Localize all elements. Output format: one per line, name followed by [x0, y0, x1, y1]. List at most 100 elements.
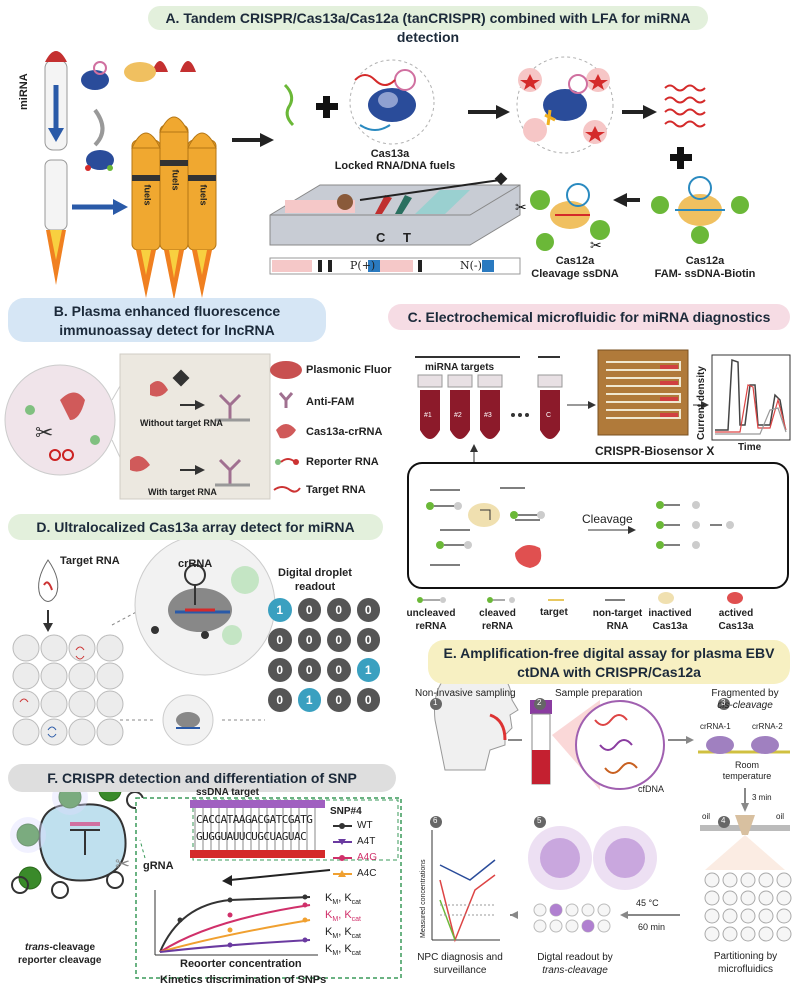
cfdna-circle [575, 700, 665, 790]
svg-text:✂: ✂ [590, 237, 602, 253]
kinetics-caption: Kinetics discrimination of SNPs [160, 974, 327, 986]
mirna-label: miRNA [18, 73, 30, 110]
step-number-icons [430, 698, 730, 828]
panel-d-title: D. Ultralocalized Cas13a array detect fo… [8, 514, 383, 540]
svg-text:✂: ✂ [115, 854, 130, 874]
cas13a-label: Cas13a [370, 148, 410, 160]
grid-cell: 0 [327, 688, 351, 712]
snp-a4g: A4G [357, 852, 378, 863]
step-num-1: 1 [433, 698, 438, 707]
oil-left-label: oil [702, 812, 711, 821]
km-sub: M [332, 916, 339, 924]
grid-cell: 0 [327, 598, 351, 622]
lfa-strip [269, 172, 521, 246]
kcat-k: K [344, 909, 352, 921]
cas12a-left-label: Cas12a [555, 255, 595, 267]
cas13a-complex [349, 59, 435, 145]
seq-top: CACCATAAGACGATCGATG [196, 813, 313, 826]
km-k: K [325, 909, 333, 921]
seq-bottom: GUGGUAUUCUGCUAGUAC [196, 830, 307, 843]
km-k: K [325, 943, 333, 955]
step-num-4: 4 [721, 816, 726, 825]
legend-plasmonic: Plasmonic Fluor [306, 364, 392, 376]
svg-text:✂: ✂ [515, 199, 527, 215]
kcat-sub: cat [351, 899, 361, 907]
svg-text:✂: ✂ [35, 420, 53, 445]
fuels-label-3: fuels [198, 184, 209, 206]
cas12a-right-label: Cas12a [685, 255, 725, 267]
kcat-k: K [344, 892, 352, 904]
cell-graphic: ✂ [10, 778, 144, 899]
trans-italic: trans [25, 942, 50, 953]
grid-cell: 0 [356, 688, 380, 712]
legend-target-c: target [540, 607, 568, 618]
legend-target: Target RNA [306, 484, 366, 496]
step3a-label: Fragmented by [711, 688, 779, 699]
panel-c-tubes [415, 356, 596, 439]
legend-cleaved: cleaved reRNA [479, 608, 516, 632]
biosensor-label: CRISPR-Biosensor X [595, 444, 715, 458]
fuels-label-2: fuels [170, 169, 181, 191]
tube-c: C [546, 412, 552, 419]
arrow-head-2 [741, 803, 749, 812]
locked-fuels-label: Locked RNA/DNA fuels [334, 160, 456, 172]
cas12a-reporter [651, 176, 749, 244]
km-sub: M [332, 933, 339, 941]
n-label: N(-) [460, 259, 482, 272]
arrow-down-blue [48, 85, 128, 215]
legend-reporter: Reporter RNA [306, 456, 379, 468]
snp-title: SNP#4 [330, 806, 362, 817]
grid-cell: 0 [297, 598, 321, 622]
measured-ylabel: Measured concentrations [420, 859, 427, 938]
fuel-rockets [131, 61, 217, 300]
cas13a-zoom-small [162, 694, 214, 746]
target-in-droplet-2 [19, 698, 29, 703]
snp-a4t: A4T [357, 836, 376, 847]
target-in-droplet [75, 646, 85, 660]
panel-f-title: F. CRISPR detection and differentiation … [8, 764, 396, 792]
snp-legend-icons [333, 823, 352, 877]
step3b-label: cis-cleavage [717, 700, 773, 711]
digital-grid: 1 0 0 0 0 0 0 0 0 0 0 1 0 1 0 0 [268, 598, 380, 738]
step-num-5: 5 [537, 816, 542, 825]
step2-label: Sample preparation [555, 688, 643, 699]
digital-readout [528, 826, 657, 933]
lfa-bottom-bar [269, 257, 521, 275]
legend-anti-fam: Anti-FAM [306, 396, 355, 408]
panel-a-title: A. Tandem CRISPR/Cas13a/Cas12a (tanCRISP… [148, 6, 708, 45]
legend-inactived: inactived Cas13a [648, 608, 692, 632]
grid-cell: 1 [297, 688, 321, 712]
time-label: Time [738, 442, 762, 453]
t-line-label: T [403, 230, 411, 245]
grid-cell: 1 [268, 598, 292, 622]
cleavage-ssdna-label: Cleavage ssDNA [531, 268, 619, 280]
measured-plot [431, 830, 500, 943]
legend-uncleaved: uncleaved reRNA [406, 608, 456, 632]
microfluidics [700, 815, 790, 870]
kcat-sub: cat [351, 933, 361, 941]
kcat-sub: cat [351, 950, 361, 958]
grid-cell: 0 [327, 628, 351, 652]
tube-1: #1 [424, 412, 432, 419]
panel-c-title: C. Electrochemical microfluidic for miRN… [388, 304, 790, 330]
trans-rest: -cleavage [49, 942, 96, 953]
step5b-label: trans-cleavage [542, 965, 608, 976]
arrow-head [686, 736, 694, 744]
arrow-a4 [613, 193, 640, 207]
step1-label: Non-invasive sampling [415, 688, 516, 699]
legend-actived: actived Cas13a [718, 608, 754, 632]
droplet-icon [38, 559, 59, 632]
step6a-label: NPC diagnosis and [417, 952, 503, 963]
oil-right-label: oil [776, 812, 785, 821]
grna-label: gRNA [143, 860, 174, 872]
partition-grid [704, 872, 792, 942]
grid-cell: 0 [356, 598, 380, 622]
p-label: P(+) [350, 259, 376, 272]
current-density-label: Current density [696, 366, 707, 440]
legend-non-target: non-target RNA [592, 608, 643, 632]
kinetic-a4g: KM, Kcat [325, 909, 361, 924]
kcat-sub: cat [351, 916, 361, 924]
step-num-2: 2 [537, 698, 542, 707]
